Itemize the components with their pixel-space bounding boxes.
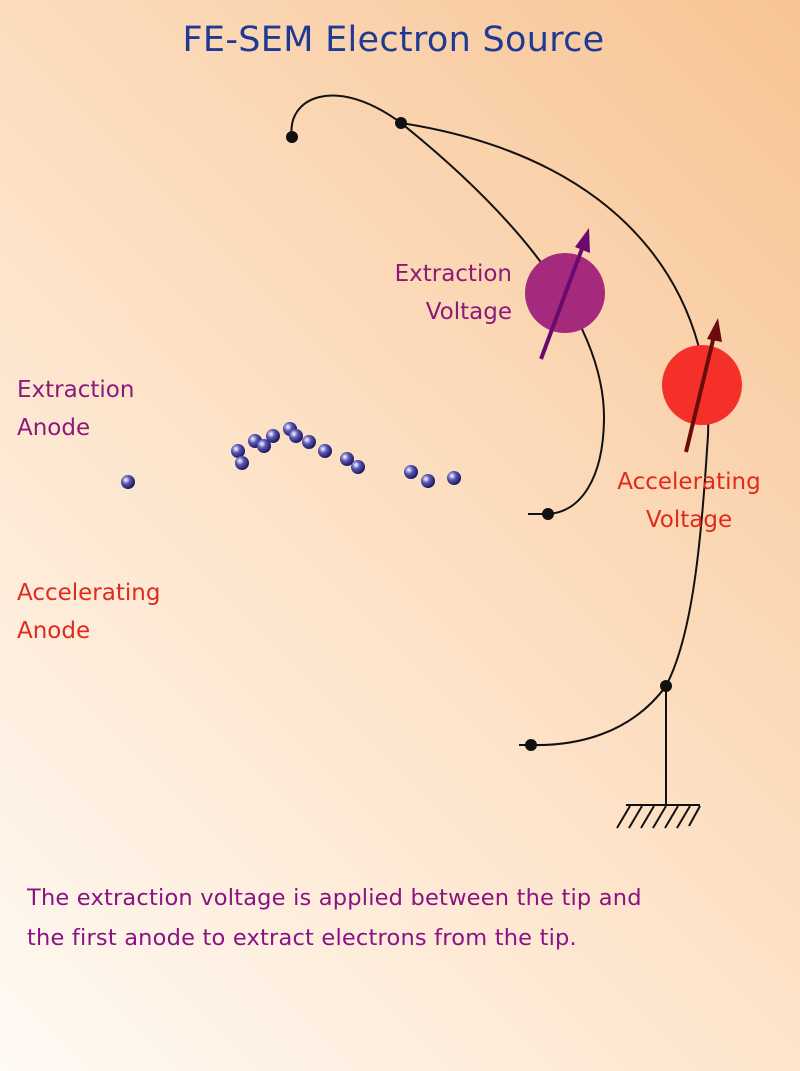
accelerating-wire — [400, 122, 710, 687]
accelerating-voltage-label-line-1: Accelerating — [617, 469, 761, 495]
extraction-voltage-label: Extraction Voltage — [360, 255, 512, 331]
caption-line-2: the first anode to extract electrons fro… — [27, 925, 577, 951]
extraction-anode-label-line-1: Extraction — [17, 377, 135, 403]
electron-particle-icon — [318, 444, 332, 458]
accelerating-anode-label: Accelerating Anode — [17, 574, 160, 650]
page-title: FE-SEM Electron Source — [182, 20, 605, 60]
accelerating-voltage-label-line-2: Voltage — [645, 507, 733, 533]
accelerating-voltage-source-icon — [662, 318, 742, 453]
accelerating-anode-label-line-2: Anode — [17, 618, 91, 644]
tip-node-icon — [286, 131, 298, 143]
accelerating-anode-label-line-1: Accelerating — [17, 580, 161, 606]
extraction-wire — [400, 122, 606, 515]
electron-particle-icon — [289, 429, 303, 443]
electron-particle-icon — [302, 435, 316, 449]
electron-particle-icon — [235, 456, 249, 470]
extraction-voltage-label-line-2: Voltage — [425, 299, 512, 325]
accelerating-terminal-node-icon — [525, 739, 537, 751]
electron-particle-icon — [421, 474, 435, 488]
electron-cloud — [121, 422, 461, 489]
accelerating-anode-wire — [530, 685, 667, 747]
ground-junction-node-icon — [660, 680, 672, 692]
ground-symbol-icon — [616, 804, 701, 829]
electron-particle-icon — [121, 475, 135, 489]
electron-particle-icon — [257, 439, 271, 453]
extraction-anode-label-line-2: Anode — [17, 415, 91, 441]
circuit-wires — [290, 94, 710, 805]
circuit-nodes — [286, 117, 672, 751]
top-junction-node-icon — [395, 117, 407, 129]
tip-wire — [290, 94, 402, 138]
extraction-voltage-label-line-1: Extraction — [394, 261, 512, 287]
extraction-voltage-source-icon — [525, 228, 605, 360]
electron-particle-icon — [351, 460, 365, 474]
electron-particle-icon — [266, 429, 280, 443]
caption: The extraction voltage is applied betwee… — [27, 878, 642, 958]
electron-particle-icon — [340, 452, 354, 466]
accelerating-voltage-label: Accelerating Voltage — [600, 463, 778, 539]
extraction-terminal-node-icon — [542, 508, 554, 520]
electron-particle-icon — [404, 465, 418, 479]
electron-particle-icon — [447, 471, 461, 485]
extraction-anode-label: Extraction Anode — [17, 371, 134, 447]
caption-line-1: The extraction voltage is applied betwee… — [27, 885, 642, 911]
electron-particle-icon — [231, 444, 245, 458]
